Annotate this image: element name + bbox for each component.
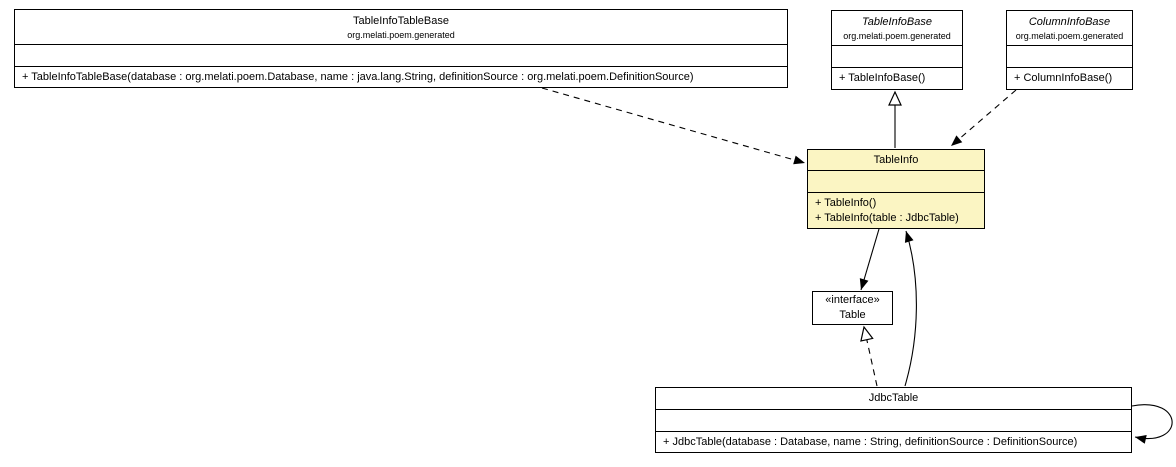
realization-jdbctable-to-table-edge xyxy=(860,325,878,387)
class-columninfobase-package: org.melati.poem.generated xyxy=(1015,31,1124,41)
interface-table-stereotype: «interface» xyxy=(825,294,880,306)
class-tableinfo-constructor-2: + TableInfo(table : JdbcTable) xyxy=(815,212,959,224)
interface-table[interactable]: «interface» Table xyxy=(812,291,893,325)
class-tableinfo-constructor-1: + TableInfo() xyxy=(815,197,877,209)
class-columninfobase-constructor: + ColumnInfoBase() xyxy=(1014,72,1113,84)
class-columninfobase[interactable]: ColumnInfoBase org.melati.poem.generated… xyxy=(1006,10,1133,90)
interface-table-name: Table xyxy=(839,309,866,321)
class-tableinfotablebase-name: TableInfoTableBase xyxy=(352,15,449,27)
class-tableinfotablebase-package: org.melati.poem.generated xyxy=(347,30,455,40)
class-tableinfo-attributes xyxy=(808,170,984,192)
class-tableinfotablebase-constructor: + TableInfoTableBase(database : org.mela… xyxy=(22,71,694,83)
dependency-columninfobase-to-tableinfo-edge xyxy=(950,89,1017,147)
class-jdbctable[interactable]: JdbcTable + JdbcTable(database : Databas… xyxy=(655,387,1132,453)
association-jdbctable-to-tableinfo-edge xyxy=(904,230,917,387)
class-jdbctable-attributes xyxy=(656,409,1131,431)
class-tableinfobase[interactable]: TableInfoBase org.melati.poem.generated … xyxy=(831,10,963,90)
class-tableinfobase-name: TableInfoBase xyxy=(862,16,932,28)
class-tableinfotablebase-attributes xyxy=(15,44,787,66)
class-jdbctable-name: JdbcTable xyxy=(868,392,919,404)
class-tableinfobase-constructor: + TableInfoBase() xyxy=(839,72,926,84)
class-tableinfo-name: TableInfo xyxy=(873,154,919,166)
dependency-tableinfotablebase-to-tableinfo-edge xyxy=(541,87,806,165)
association-tableinfo-to-table-edge xyxy=(859,228,880,291)
class-columninfobase-attributes xyxy=(1007,45,1132,67)
class-columninfobase-name: ColumnInfoBase xyxy=(1028,16,1111,28)
class-tableinfobase-package: org.melati.poem.generated xyxy=(843,31,951,41)
class-tableinfo[interactable]: TableInfo + TableInfo() + TableInfo(tabl… xyxy=(807,149,985,229)
class-tableinfotablebase[interactable]: TableInfoTableBase org.melati.poem.gener… xyxy=(14,9,788,88)
class-jdbctable-constructor: + JdbcTable(database : Database, name : … xyxy=(663,436,1078,448)
class-tableinfobase-attributes xyxy=(832,45,962,67)
self-association-jdbctable-edge xyxy=(1131,404,1173,444)
